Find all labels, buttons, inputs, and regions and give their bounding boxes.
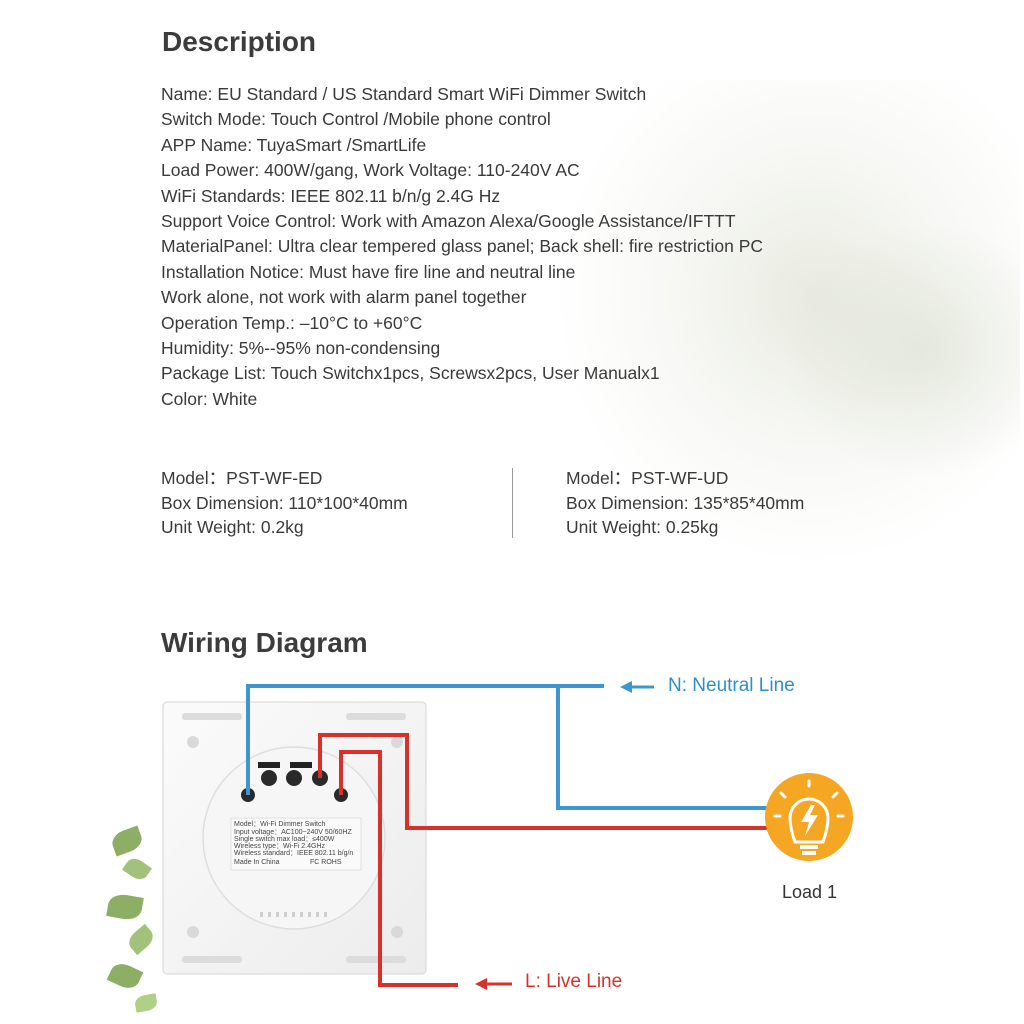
sticker-wireless-type: Wireless type：Wi-Fi 2.4GHz <box>234 843 326 850</box>
spec-sticker: Model：Wi-Fi Dimmer Switch Input voltage：… <box>230 817 362 871</box>
model-divider <box>512 468 513 538</box>
spec-package-list: Package List: Touch Switchx1pcs, Screwsx… <box>161 363 660 384</box>
sticker-certifications: FC ROHS <box>310 859 342 866</box>
sticker-wireless-standard: Wireless standard：IEEE 802.11 b/g/n <box>234 850 353 857</box>
spec-installation-notice: Installation Notice: Must have fire line… <box>161 261 576 282</box>
neutral-line-label: N: Neutral Line <box>668 675 795 696</box>
description-title: Description <box>162 26 317 57</box>
spec-wifi-standards: WiFi Standards: IEEE 802.11 b/n/g 2.4G H… <box>161 185 501 206</box>
spec-switch-mode: Switch Mode: Touch Control /Mobile phone… <box>161 109 551 130</box>
sticker-input-voltage: Input voltage：AC100~240V 50/60HZ <box>234 829 352 836</box>
background-glow-secondary <box>780 220 1020 480</box>
sticker-made-in: Made In China <box>234 859 280 866</box>
model-ed-name: Model：PST-WF-ED <box>161 468 323 488</box>
neutral-arrow-icon <box>620 681 654 693</box>
lightbulb-icon <box>765 773 853 861</box>
spec-name: Name: EU Standard / US Standard Smart Wi… <box>161 84 647 104</box>
spec-operation-temp: Operation Temp.: –10°C to +60°C <box>161 312 423 333</box>
live-arrow-icon <box>475 978 512 990</box>
spec-humidity: Humidity: 5%--95% non-condensing <box>161 338 441 359</box>
model-ud-name: Model：PST-WF-UD <box>566 468 729 488</box>
spec-app-name: APP Name: TuyaSmart /SmartLife <box>161 134 427 155</box>
sticker-max-load: Single switch max load：≤400W <box>234 836 335 843</box>
description-list: Name: EU Standard / US Standard Smart Wi… <box>161 82 763 412</box>
spec-work-alone: Work alone, not work with alarm panel to… <box>161 287 527 308</box>
spec-material-panel: MaterialPanel: Ultra clear tempered glas… <box>161 236 764 257</box>
live-wire <box>318 733 770 987</box>
load-label: Load 1 <box>782 882 838 902</box>
wiring-diagram-title: Wiring Diagram <box>161 627 368 658</box>
model-ed-info: Model：PST-WF-ED Box Dimension: 110*100*4… <box>161 466 408 540</box>
sticker-model: Model：Wi-Fi Dimmer Switch <box>234 821 325 828</box>
spec-voice-control: Support Voice Control: Work with Amazon … <box>161 211 736 232</box>
model-ed-unit-weight: Unit Weight: 0.2kg <box>161 517 304 537</box>
spec-color: Color: White <box>161 388 258 409</box>
neutral-wire <box>246 684 770 810</box>
live-line-label: L: Live Line <box>525 971 623 992</box>
model-ud-box-dimension: Box Dimension: 135*85*40mm <box>566 492 805 513</box>
model-ud-info: Model：PST-WF-UD Box Dimension: 135*85*40… <box>566 466 804 540</box>
model-ed-box-dimension: Box Dimension: 110*100*40mm <box>161 492 408 513</box>
model-ud-unit-weight: Unit Weight: 0.25kg <box>566 517 719 537</box>
spec-load-power: Load Power: 400W/gang, Work Voltage: 110… <box>161 160 580 181</box>
